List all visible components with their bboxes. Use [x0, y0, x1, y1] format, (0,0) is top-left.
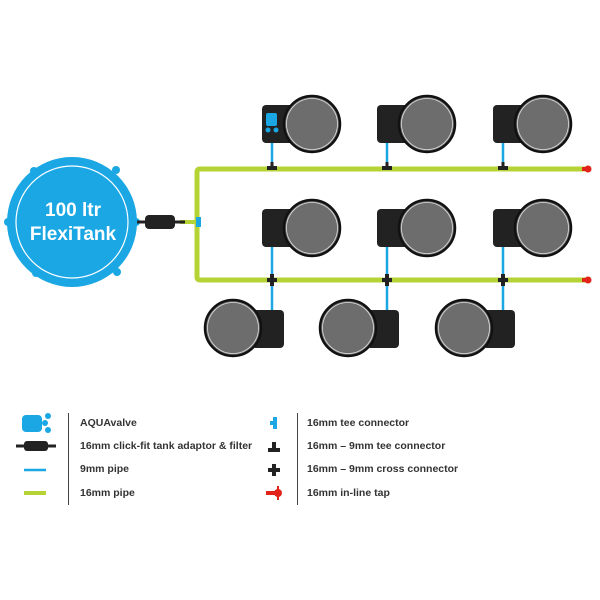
pot-rim [401, 202, 453, 254]
pot-rim [517, 202, 569, 254]
aquavalve-icon [22, 413, 51, 433]
aquavalve [265, 127, 271, 133]
legend-label: AQUAvalve [80, 417, 137, 429]
aquavalve [273, 127, 279, 133]
legend-label: 9mm pipe [80, 463, 130, 475]
pot [513, 198, 573, 258]
tee-connector [196, 217, 201, 227]
reducing-tee-connector [385, 162, 389, 168]
cross-connector [385, 274, 389, 286]
pot-array [203, 94, 573, 358]
inline-tap-icon [266, 486, 282, 500]
pot-rim [286, 202, 338, 254]
aquavalve [266, 113, 277, 126]
legend-label: 16mm – 9mm tee connector [307, 440, 446, 452]
pot [282, 94, 342, 154]
pot [397, 198, 457, 258]
legend-divider [68, 413, 69, 505]
legend-label: 16mm tee connector [307, 417, 410, 429]
pot [434, 298, 494, 358]
legend-label: 16mm pipe [80, 487, 135, 499]
pot [282, 198, 342, 258]
pot [513, 94, 573, 154]
legend-label: 16mm in-line tap [307, 487, 390, 499]
pot [203, 298, 263, 358]
legend-label: 16mm click-fit tank adaptor & filter [80, 440, 253, 452]
pot-rim [322, 302, 374, 354]
flexitank [4, 157, 140, 287]
pot [318, 298, 378, 358]
reducing-tee-icon [268, 442, 280, 452]
tank-capacity-label: 100 ltr [45, 200, 101, 221]
reducing-tee-connector [501, 162, 505, 168]
pot-rim [438, 302, 490, 354]
pot-rim [517, 98, 569, 150]
cross-connector-icon [268, 464, 280, 476]
cross-connector [270, 274, 274, 286]
tee-connector-icon [270, 417, 277, 429]
reducing-tee-connector [270, 162, 274, 168]
inline-tap [582, 165, 592, 173]
pot [397, 94, 457, 154]
pot-rim [207, 302, 259, 354]
pot-rim [286, 98, 338, 150]
tank-name-label: FlexiTank [29, 224, 117, 245]
pot-rim [401, 98, 453, 150]
legend-label: 16mm – 9mm cross connector [307, 463, 459, 475]
tank-adaptor-filter-icon [16, 441, 56, 451]
tank-adaptor-filter [137, 215, 185, 229]
inline-tap [582, 276, 592, 284]
cross-connector [501, 274, 505, 286]
legend-divider [297, 413, 298, 505]
